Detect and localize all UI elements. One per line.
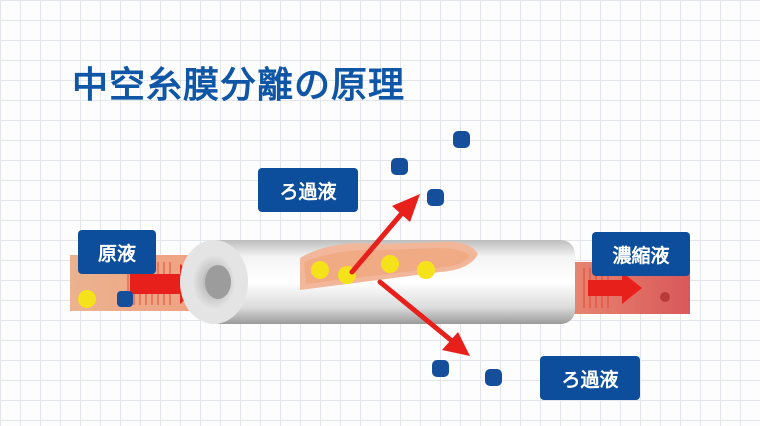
concentrate-label: 濃縮液: [592, 232, 690, 276]
particle-blue: [485, 369, 502, 386]
arrow-down-right-icon: [377, 279, 470, 356]
raw-liquid-label: 原液: [78, 230, 156, 274]
arrow-up-right-icon: [349, 194, 420, 275]
filtrate-label-top: ろ過液: [258, 168, 358, 212]
particle-blue: [453, 131, 470, 148]
hollow-fiber-tube: [205, 240, 575, 324]
particle-blue: [391, 158, 408, 175]
outlet-arrow-icon: [588, 272, 642, 304]
particle-blue: [117, 291, 133, 307]
particle-yellow: [417, 261, 435, 279]
particle-yellow: [78, 290, 96, 308]
particle-blue: [432, 360, 449, 377]
tube-mouth-hole: [205, 265, 231, 299]
particle-yellow: [381, 255, 399, 273]
filtrate-label-bottom: ろ過液: [540, 356, 640, 400]
particle-yellow: [311, 261, 329, 279]
outlet-dot: [660, 292, 670, 302]
page-title: 中空糸膜分離の原理: [72, 65, 406, 106]
particle-blue: [427, 189, 444, 206]
